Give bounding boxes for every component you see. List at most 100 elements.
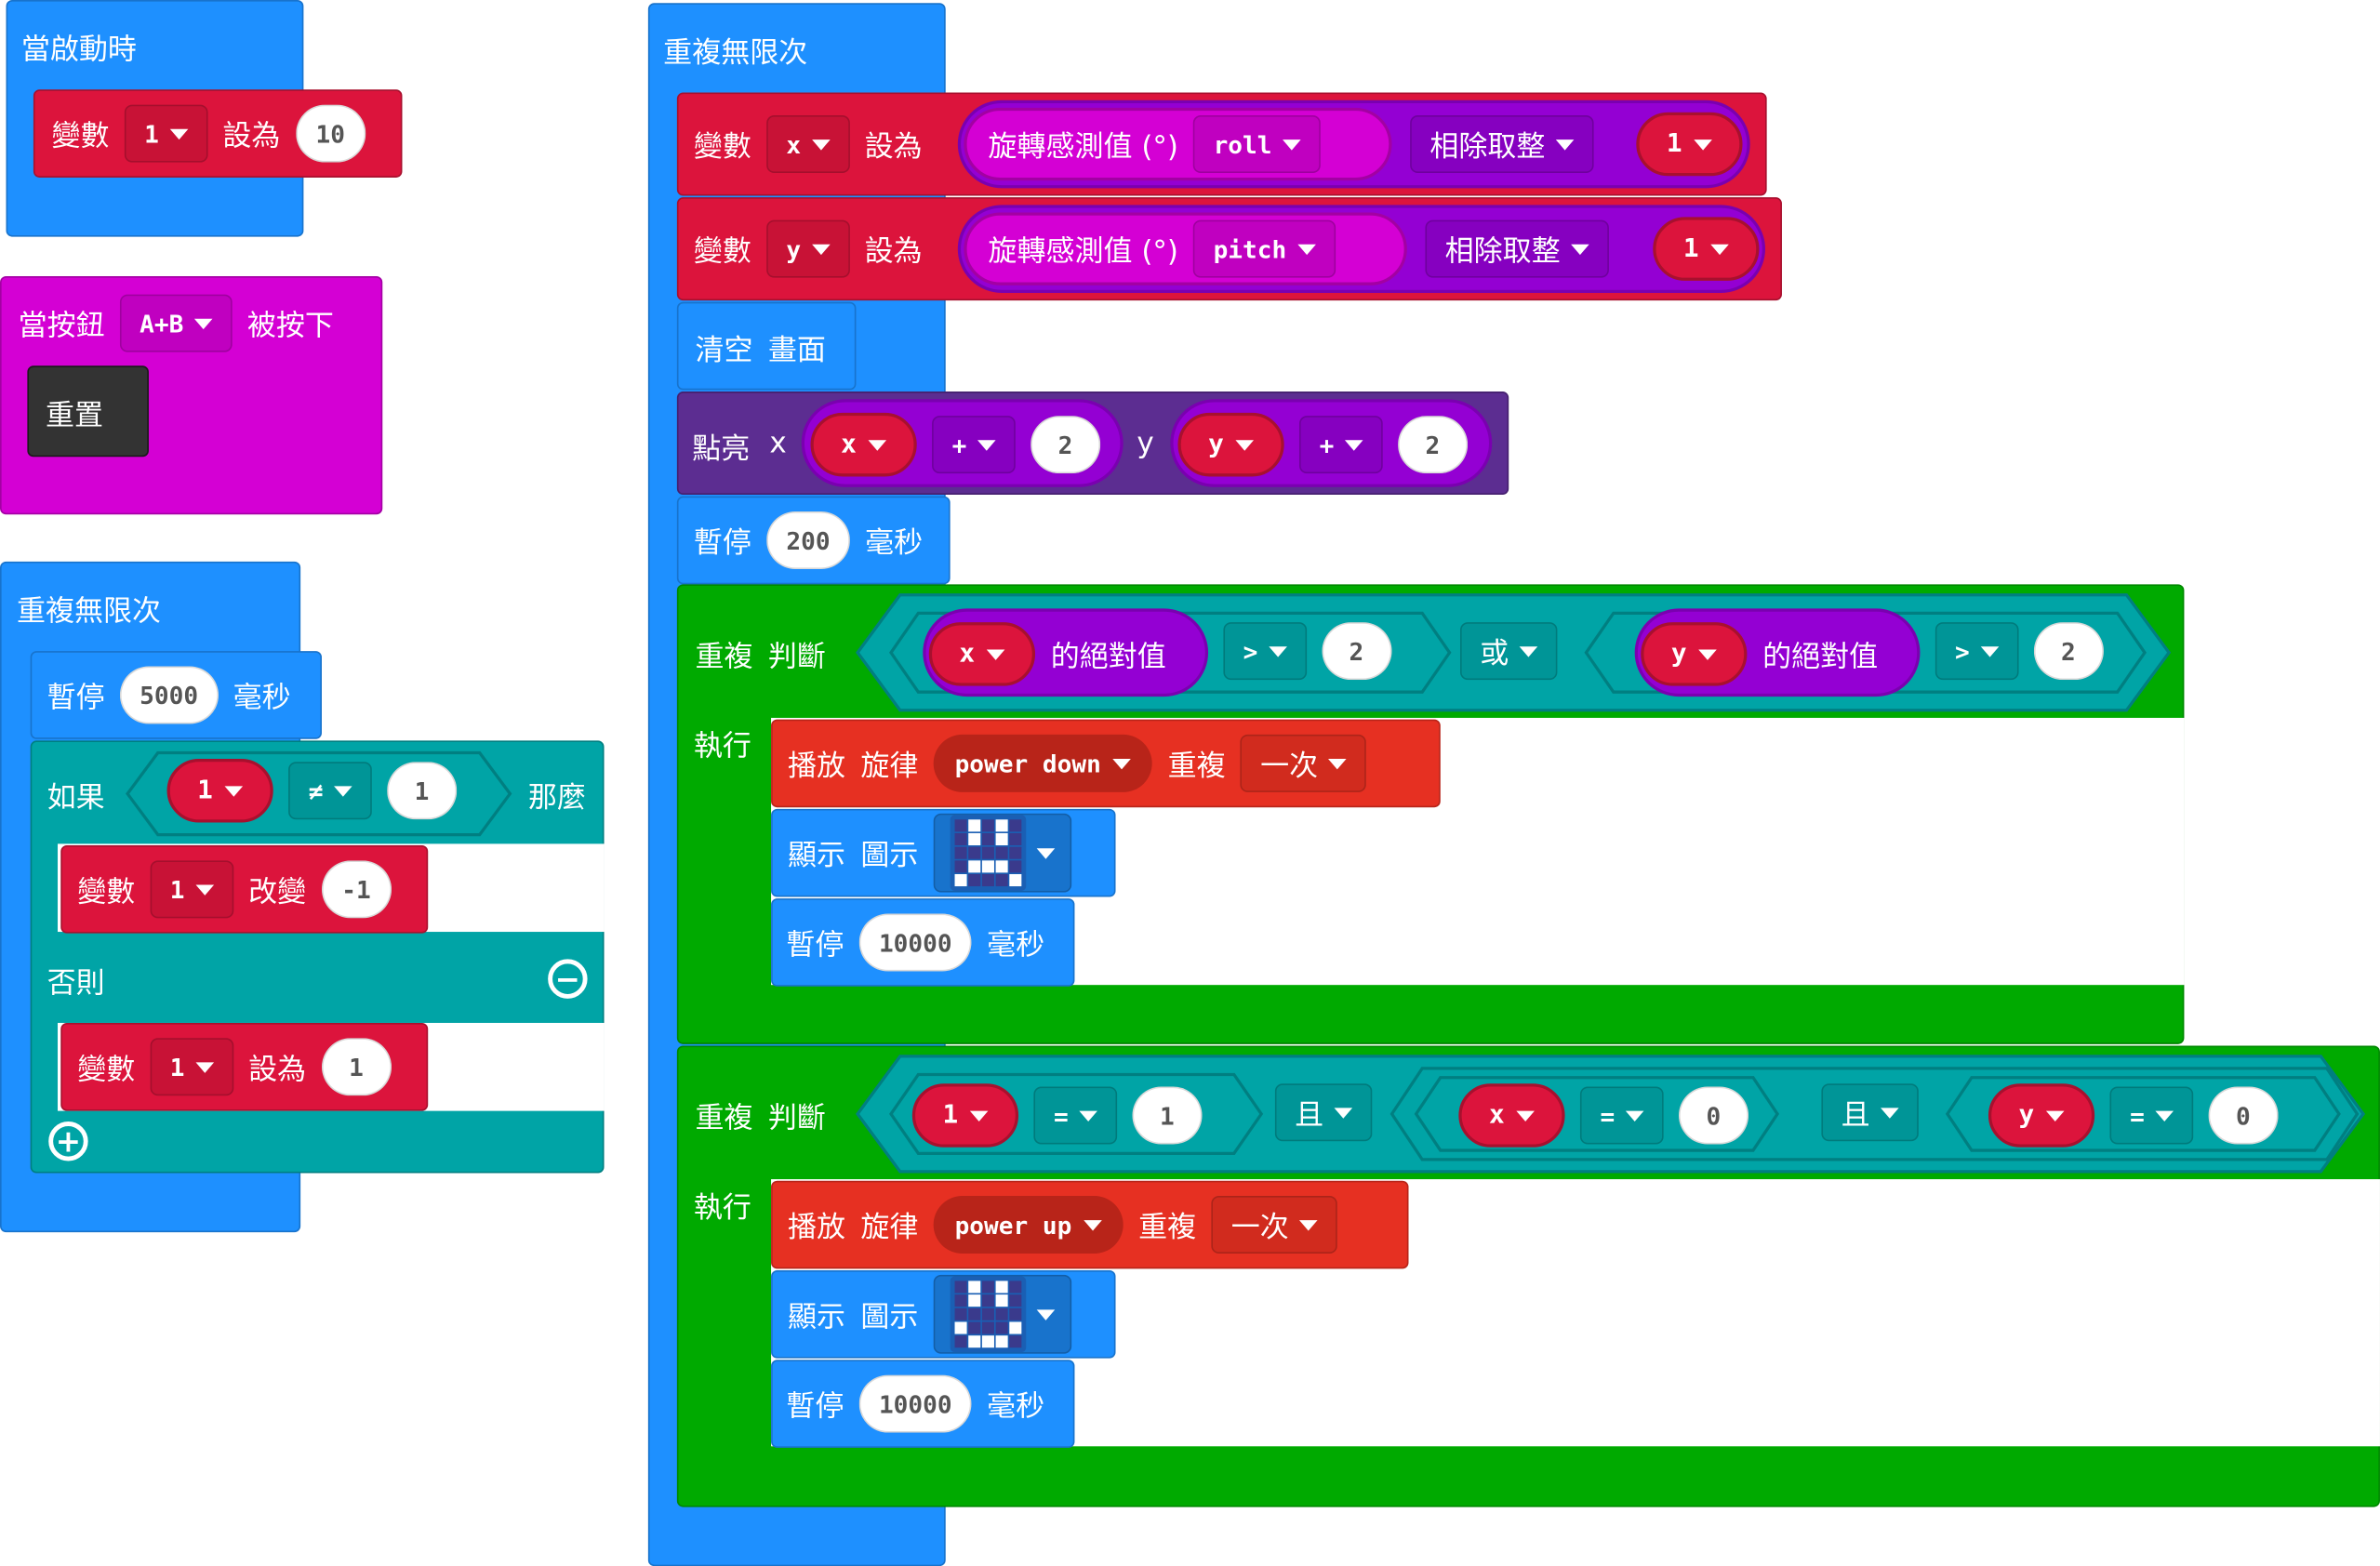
forever-left-title: 重複無限次 (16, 594, 162, 629)
var-dropdown[interactable]: 1 (150, 860, 233, 919)
compare-value[interactable]: 1 (386, 762, 458, 820)
math-op-dropdown[interactable]: 相除取整 (1425, 219, 1609, 278)
forever-main-title: 重複無限次 (663, 36, 808, 71)
gt-operator-dropdown[interactable]: > (1935, 622, 2018, 681)
var-x-pill[interactable]: x (928, 622, 1036, 686)
chevron-down-icon (224, 785, 244, 796)
eq-operator-dropdown[interactable]: = (1033, 1086, 1117, 1145)
remove-else-icon[interactable]: − (548, 959, 588, 999)
change-var-label: 變數 (77, 874, 136, 909)
eq-operator-dropdown[interactable]: = (1580, 1086, 1664, 1145)
math-op-dropdown[interactable]: 相除取整 (1410, 115, 1594, 174)
var-y-pill[interactable]: y (1988, 1083, 2095, 1148)
rotation-sensor-label: 旋轉感測值 (°) (988, 129, 1179, 164)
add-y-value[interactable]: 2 (1397, 416, 1468, 474)
divisor-var-pill[interactable]: 1 (1636, 112, 1743, 177)
show-label: 顯示 (788, 1299, 846, 1334)
chevron-down-icon (1299, 1219, 1318, 1230)
var-y-pill[interactable]: y (1641, 622, 1748, 686)
axis-dropdown[interactable]: pitch (1193, 219, 1336, 278)
var-y-dropdown[interactable]: y (766, 219, 850, 278)
compare-value[interactable]: 0 (1678, 1086, 1748, 1145)
var-dropdown[interactable]: 1 (150, 1038, 233, 1096)
pause-ms-input[interactable]: 10000 (858, 1374, 972, 1433)
and-dropdown[interactable]: 且 (1274, 1083, 1373, 1142)
chevron-down-icon (2046, 1109, 2065, 1121)
op-plus-dropdown[interactable]: + (1299, 416, 1383, 474)
do-label: 執行 (693, 729, 751, 763)
set-to-label: 設為 (864, 129, 923, 164)
rotation-sensor-block[interactable] (964, 107, 1392, 181)
icon-label: 圖示 (860, 838, 919, 872)
compare-value[interactable]: 2 (1321, 622, 1391, 681)
chevron-down-icon (169, 127, 188, 139)
add-else-if-icon[interactable]: + (48, 1121, 88, 1161)
repeat-label: 重複 (1167, 749, 1226, 783)
sad-face-icon (950, 815, 1027, 891)
gt-operator-dropdown[interactable]: > (1223, 622, 1307, 681)
chevron-down-icon (1084, 1219, 1102, 1230)
chevron-down-icon (1881, 1107, 1899, 1118)
rotation-sensor-label: 旋轉感測值 (°) (988, 234, 1179, 269)
melody-dropdown[interactable]: power up (933, 1196, 1124, 1254)
plot-label: 點亮 (692, 432, 751, 467)
chevron-down-icon (1112, 758, 1132, 769)
chevron-down-icon (1344, 439, 1363, 450)
chevron-down-icon (977, 439, 996, 450)
button-dropdown[interactable]: A+B (119, 294, 233, 352)
clear-label: 清空 (695, 334, 753, 367)
operator-dropdown[interactable]: ≠ (288, 762, 372, 820)
compare-value[interactable]: 0 (2208, 1086, 2279, 1145)
value-input[interactable]: 10 (295, 104, 366, 163)
pause-unit: 毫秒 (987, 927, 1045, 962)
var-1-pill[interactable]: 1 (166, 759, 274, 823)
pause-ms-input[interactable]: 200 (766, 511, 850, 569)
melody-label: 旋律 (860, 749, 919, 783)
on-button-title: 當按鈕 (18, 309, 105, 343)
chevron-down-icon (1516, 1109, 1536, 1121)
compare-value[interactable]: 1 (1132, 1086, 1203, 1145)
var-y-pill[interactable]: y (1177, 412, 1285, 477)
while-condition-label: 判斷 (767, 640, 826, 674)
divisor-var-pill[interactable]: 1 (1653, 217, 1760, 281)
chevron-down-icon (1036, 847, 1056, 858)
var-dropdown[interactable]: 1 (124, 104, 208, 163)
compare-value[interactable]: 2 (2033, 622, 2104, 681)
var-x-pill[interactable]: x (810, 412, 918, 477)
change-value[interactable]: -1 (321, 860, 392, 919)
add-x-value[interactable]: 2 (1030, 416, 1101, 474)
axis-dropdown[interactable]: roll (1193, 115, 1321, 174)
or-dropdown[interactable]: 或 (1459, 622, 1558, 681)
pause-unit: 毫秒 (865, 525, 924, 560)
chevron-down-icon (2155, 1109, 2174, 1121)
chevron-down-icon (333, 785, 352, 796)
while-label: 重複 (695, 640, 753, 674)
plot-x-label: x (769, 426, 787, 460)
var-1-pill[interactable]: 1 (911, 1083, 1019, 1148)
pause-ms-input[interactable]: 10000 (858, 913, 972, 972)
repeat-dropdown[interactable]: 一次 (1211, 1196, 1337, 1254)
op-plus-dropdown[interactable]: + (932, 416, 1016, 474)
icon-dropdown[interactable] (933, 813, 1072, 893)
melody-dropdown[interactable]: power down (933, 734, 1153, 792)
chevron-down-icon (1625, 1109, 1644, 1121)
chevron-down-icon (1980, 645, 1999, 657)
play-label: 播放 (788, 1210, 846, 1244)
var-x-dropdown[interactable]: x (766, 115, 850, 174)
chevron-down-icon (1698, 648, 1718, 660)
var-x-pill[interactable]: x (1458, 1083, 1565, 1148)
screen-label: 畫面 (767, 334, 826, 367)
pause-ms-input[interactable]: 5000 (119, 666, 219, 724)
pause-label: 暫停 (693, 525, 751, 560)
eq-operator-dropdown[interactable]: = (2109, 1086, 2194, 1145)
while-label: 重複 (695, 1101, 753, 1135)
chevron-down-icon (1694, 139, 1713, 150)
set-value[interactable]: 1 (321, 1038, 392, 1096)
and-dropdown[interactable]: 且 (1821, 1083, 1919, 1142)
icon-dropdown[interactable] (933, 1274, 1072, 1354)
clear-screen-block[interactable] (676, 301, 857, 391)
reset-block[interactable] (27, 365, 149, 458)
repeat-dropdown[interactable]: 一次 (1240, 734, 1367, 792)
chevron-down-icon (194, 883, 214, 896)
